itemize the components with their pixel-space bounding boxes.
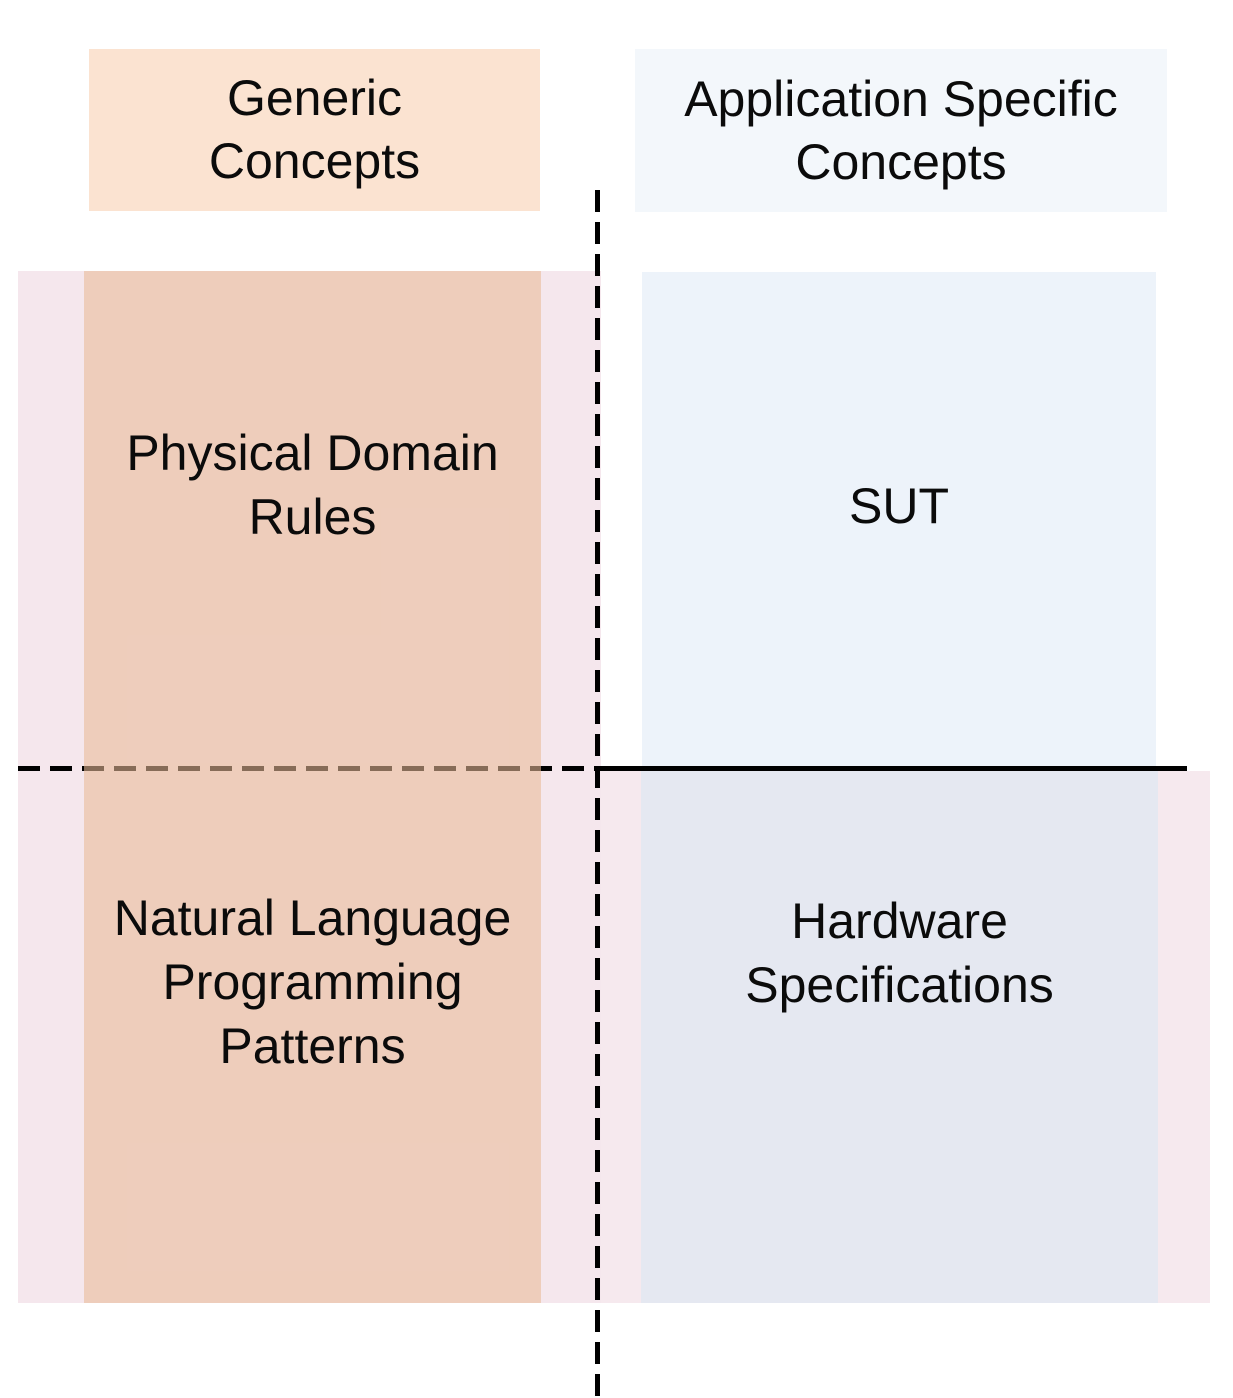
label-sut: SUT	[849, 478, 949, 534]
generic-concepts-column-box	[84, 271, 541, 1303]
sut-quadrant-box	[642, 272, 1156, 766]
label-hardware-specifications: Hardware Specifications	[745, 893, 1054, 1013]
horizontal-divider-solid	[598, 766, 1187, 771]
vertical-divider-dashed	[595, 190, 600, 1398]
label-natural-language-programming-patterns: Natural Language Programming Patterns	[113, 890, 512, 1074]
header-application-specific-concepts: Application Specific Concepts	[635, 49, 1167, 212]
hardware-specifications-quadrant-box	[641, 771, 1158, 1303]
header-generic-concepts: Generic Concepts	[89, 49, 540, 211]
label-physical-domain-rules: Physical Domain Rules	[126, 425, 499, 545]
